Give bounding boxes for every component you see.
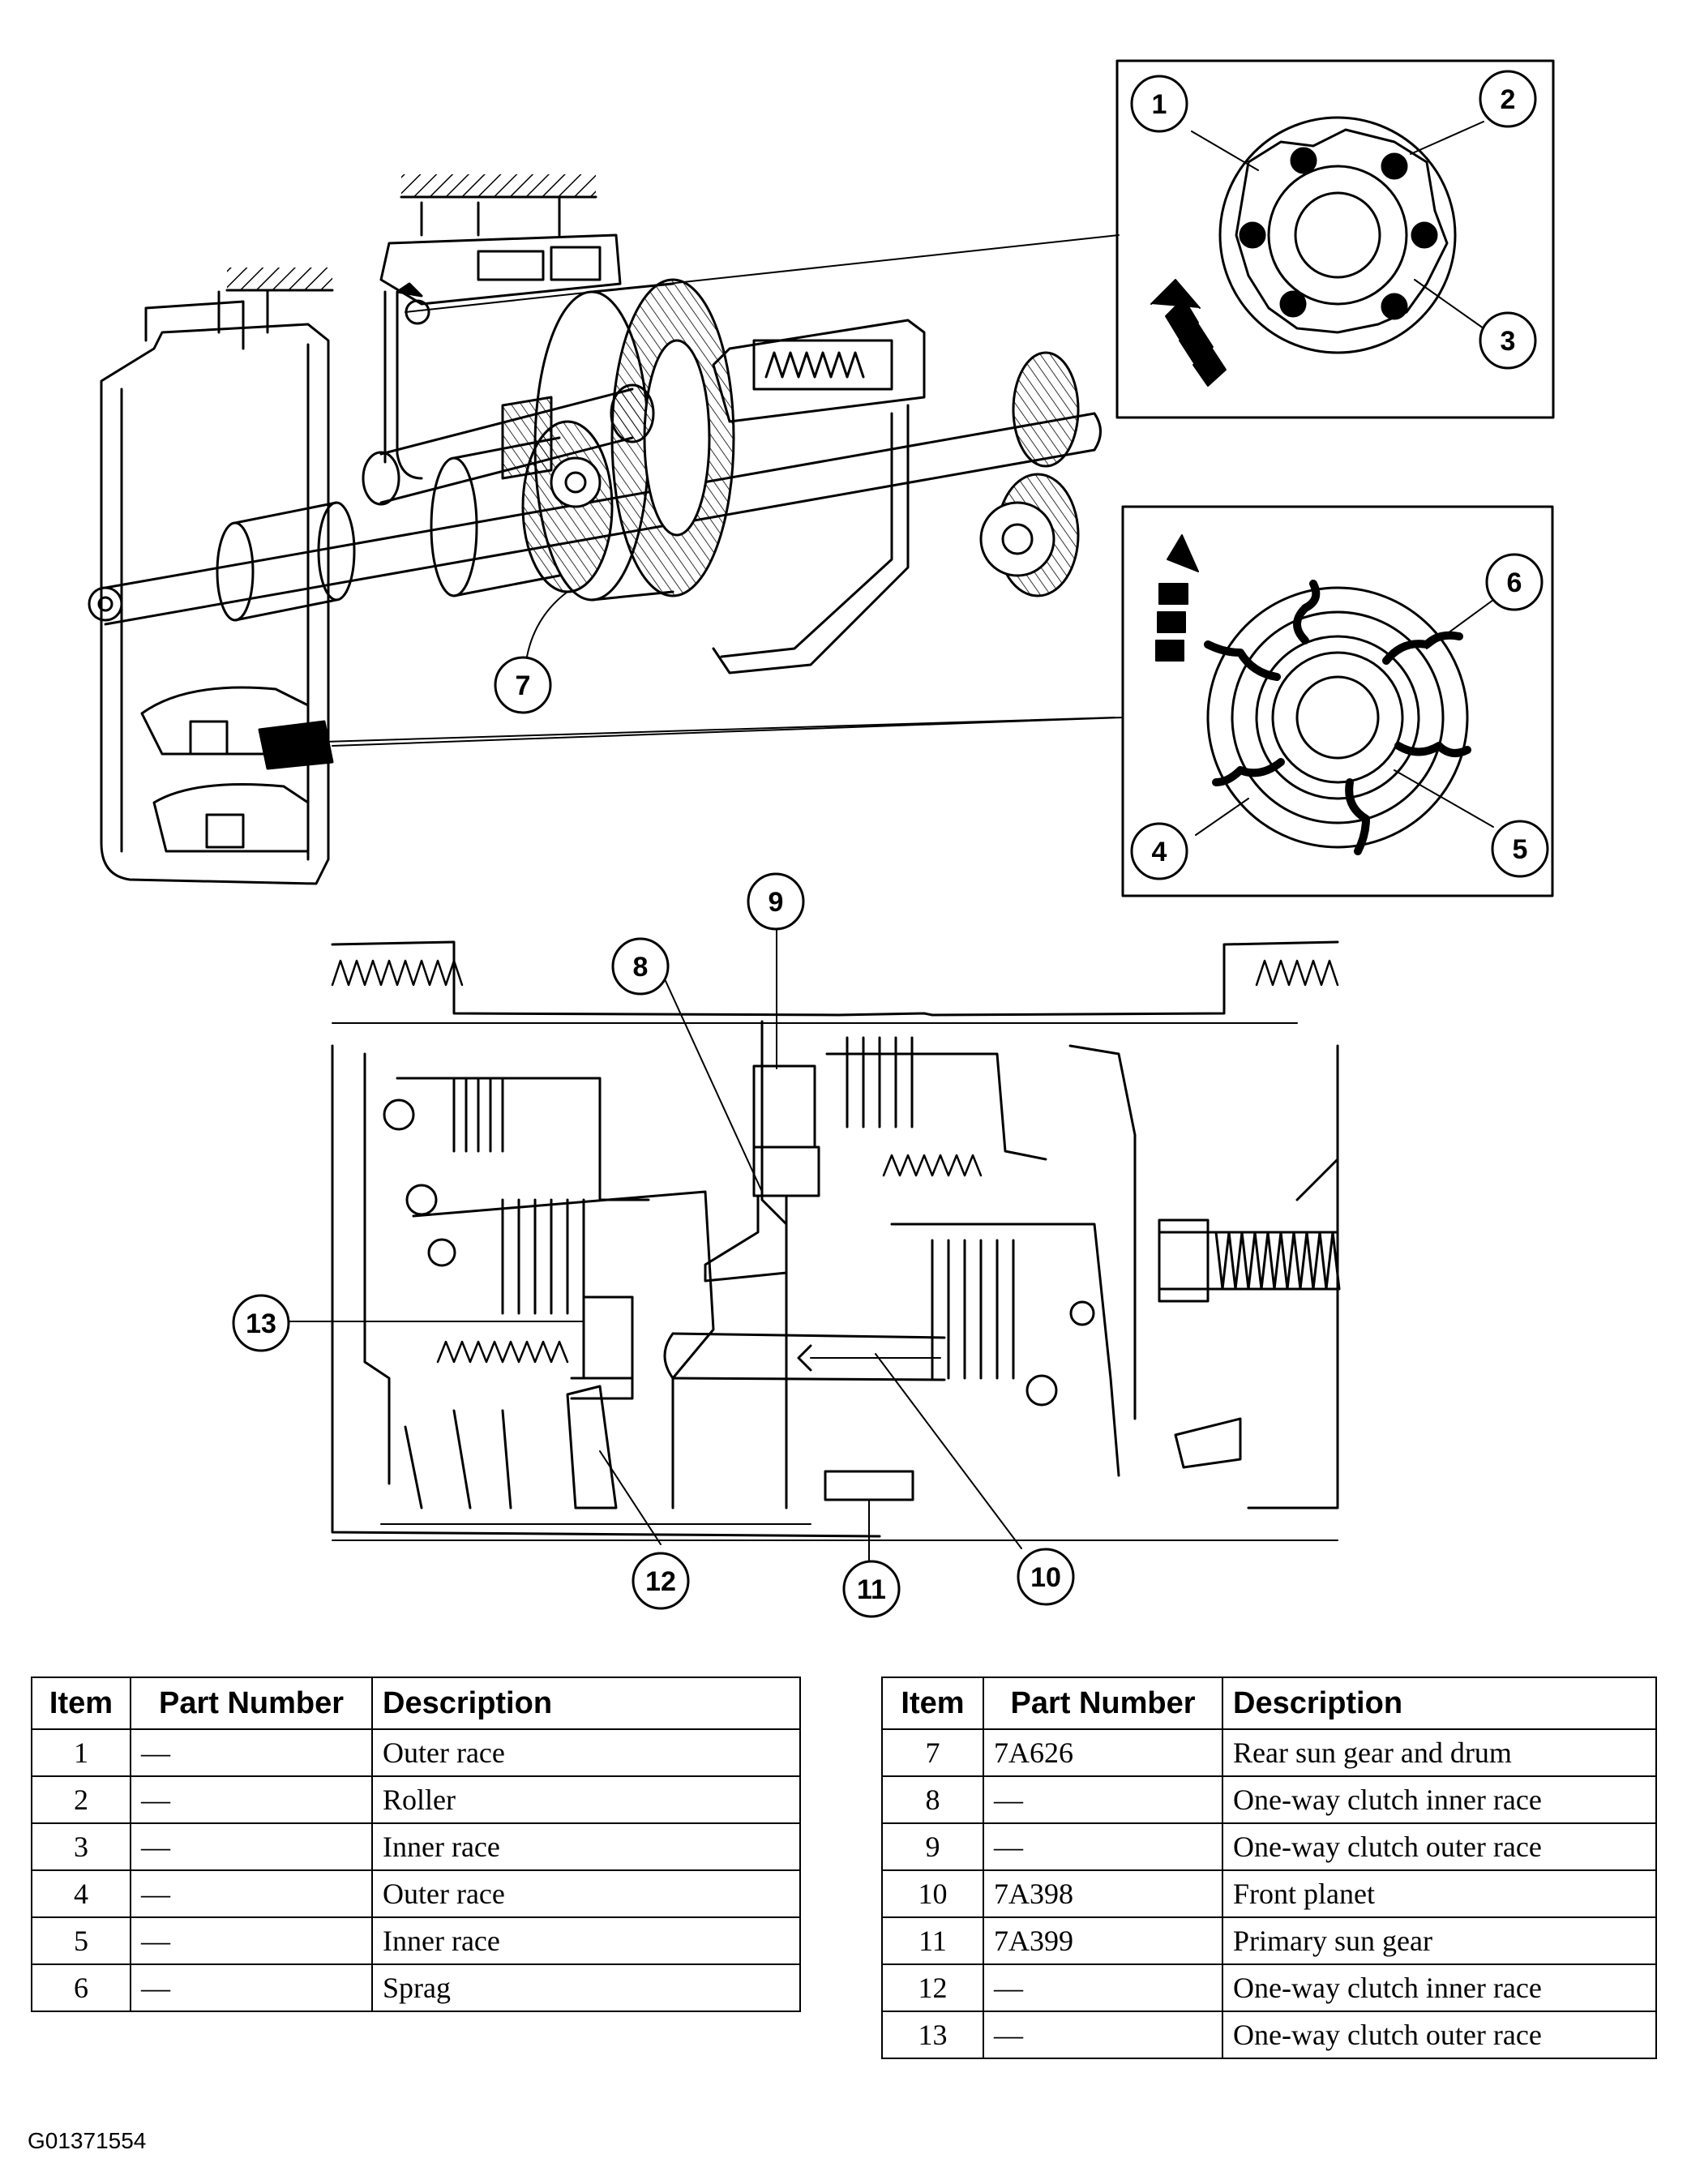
cell-item: 9 — [881, 1822, 984, 1871]
cell-item: 12 — [881, 1963, 984, 2012]
svg-text:13: 13 — [246, 1308, 276, 1339]
cell-part: 7A626 — [983, 1728, 1223, 1777]
svg-text:12: 12 — [645, 1566, 676, 1597]
svg-text:4: 4 — [1152, 837, 1167, 867]
header-description: Description — [1222, 1677, 1657, 1730]
roller-clutch-inset — [1115, 59, 1555, 419]
header-item: Item — [881, 1677, 984, 1730]
callout-2: 2 — [1479, 70, 1537, 128]
table-row: 1—Outer race — [31, 1728, 801, 1777]
svg-text:3: 3 — [1501, 326, 1516, 357]
cell-description: One-way clutch inner race — [1222, 1963, 1657, 2012]
cell-description: Primary sun gear — [1222, 1916, 1657, 1965]
callout-12: 12 — [632, 1552, 690, 1610]
svg-text:7: 7 — [516, 670, 531, 701]
callout-10: 10 — [1017, 1548, 1075, 1606]
cell-item: 13 — [881, 2011, 984, 2059]
svg-text:1: 1 — [1152, 89, 1167, 120]
cell-part: 7A398 — [983, 1869, 1223, 1918]
cell-item: 10 — [881, 1869, 984, 1918]
cell-part: — — [130, 1822, 373, 1871]
cell-description: Sprag — [371, 1963, 801, 2012]
cell-description: Outer race — [371, 1869, 801, 1918]
svg-text:11: 11 — [857, 1574, 886, 1605]
table-header-row: Item Part Number Description — [881, 1677, 1657, 1730]
cell-item: 6 — [31, 1963, 131, 2012]
cell-part: — — [130, 1963, 373, 2012]
cell-part: 7A399 — [983, 1916, 1223, 1965]
callout-4: 4 — [1130, 822, 1188, 880]
cell-item: 11 — [881, 1916, 984, 1965]
cell-item: 1 — [31, 1728, 131, 1777]
cell-description: Front planet — [1222, 1869, 1657, 1918]
callout-8: 8 — [611, 937, 670, 996]
table-row: 12—One-way clutch inner race — [881, 1963, 1657, 2012]
cell-item: 7 — [881, 1728, 984, 1777]
cell-part: — — [130, 1775, 373, 1824]
header-part-number: Part Number — [983, 1677, 1223, 1730]
callout-5: 5 — [1491, 820, 1549, 878]
sprag-clutch-inset — [1121, 505, 1554, 897]
callout-1: 1 — [1130, 75, 1188, 133]
cell-item: 5 — [31, 1916, 131, 1965]
table-row: 3—Inner race — [31, 1822, 801, 1871]
diagram-art: 1 2 3 4 5 6 7 8 9 10 11 12 13 — [88, 59, 1555, 1618]
cell-part: — — [983, 1963, 1223, 2012]
table-row: 6—Sprag — [31, 1963, 801, 2012]
cell-description: Inner race — [371, 1916, 801, 1965]
cell-item: 8 — [881, 1775, 984, 1824]
svg-text:5: 5 — [1513, 834, 1528, 865]
cell-item: 3 — [31, 1822, 131, 1871]
header-part-number: Part Number — [130, 1677, 373, 1730]
table-row: 13—One-way clutch outer race — [881, 2011, 1657, 2059]
cell-part: — — [983, 2011, 1223, 2059]
svg-text:6: 6 — [1507, 567, 1522, 598]
cell-description: Roller — [371, 1775, 801, 1824]
table-header-row: Item Part Number Description — [31, 1677, 801, 1730]
cell-description: One-way clutch inner race — [1222, 1775, 1657, 1824]
planetary-assembly-drawing — [88, 174, 1124, 885]
table-row: 4—Outer race — [31, 1869, 801, 1918]
callout-11: 11 — [842, 1560, 901, 1618]
callout-13: 13 — [232, 1294, 290, 1352]
cell-description: Outer race — [371, 1728, 801, 1777]
svg-text:2: 2 — [1501, 84, 1516, 115]
figure-code: G01371554 — [28, 2128, 147, 2153]
table-row: 5—Inner race — [31, 1916, 801, 1965]
cell-description: Rear sun gear and drum — [1222, 1728, 1657, 1777]
cell-item: 2 — [31, 1775, 131, 1824]
cell-part: — — [130, 1916, 373, 1965]
transmission-cross-section — [246, 591, 1341, 1565]
svg-text:8: 8 — [633, 952, 649, 983]
callout-9: 9 — [747, 872, 805, 931]
table-row: 8—One-way clutch inner race — [881, 1775, 1657, 1824]
cell-part: — — [983, 1775, 1223, 1824]
cell-item: 4 — [31, 1869, 131, 1918]
callout-6: 6 — [1485, 553, 1544, 611]
callout-3: 3 — [1479, 311, 1537, 370]
header-item: Item — [31, 1677, 131, 1730]
table-row: 9—One-way clutch outer race — [881, 1822, 1657, 1871]
table-row: 2—Roller — [31, 1775, 801, 1824]
cell-description: One-way clutch outer race — [1222, 2011, 1657, 2059]
callout-7: 7 — [494, 656, 552, 714]
cell-description: One-way clutch outer race — [1222, 1822, 1657, 1871]
svg-text:9: 9 — [769, 887, 784, 918]
cell-part: — — [130, 1728, 373, 1777]
parts-table-left: Item Part Number Description 1—Outer rac… — [31, 1677, 801, 2012]
cell-part: — — [130, 1869, 373, 1918]
header-description: Description — [371, 1677, 801, 1730]
cell-description: Inner race — [371, 1822, 801, 1871]
cell-part: — — [983, 1822, 1223, 1871]
svg-text:10: 10 — [1030, 1562, 1061, 1593]
